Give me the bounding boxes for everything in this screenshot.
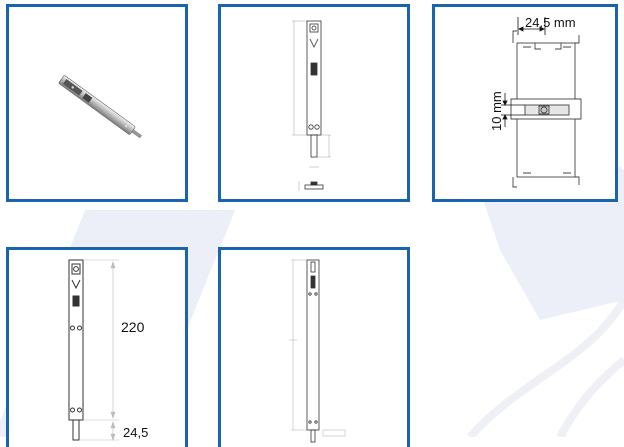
technical-drawing-front-tile[interactable] xyxy=(218,4,410,202)
dimension-drawing: 220 24,5 xyxy=(68,259,148,441)
profile-section-drawing: 24.5 mm 10 mm xyxy=(489,15,582,188)
dimension-drawing-tile[interactable]: 220 24,5 xyxy=(6,247,188,447)
product-photo-tile[interactable] xyxy=(6,4,188,202)
front-view-drawing xyxy=(292,20,331,191)
flush-bolt-photo xyxy=(58,75,142,139)
profile-width-label: 24.5 mm xyxy=(525,15,576,30)
side-view-drawing xyxy=(289,259,346,443)
stroke-dimension-label: 24,5 xyxy=(123,425,148,440)
profile-section-tile[interactable]: 24.5 mm 10 mm xyxy=(432,4,618,202)
length-dimension-label: 220 xyxy=(121,319,145,335)
profile-depth-label: 10 mm xyxy=(489,91,504,131)
technical-drawing-side-tile[interactable] xyxy=(218,247,410,447)
